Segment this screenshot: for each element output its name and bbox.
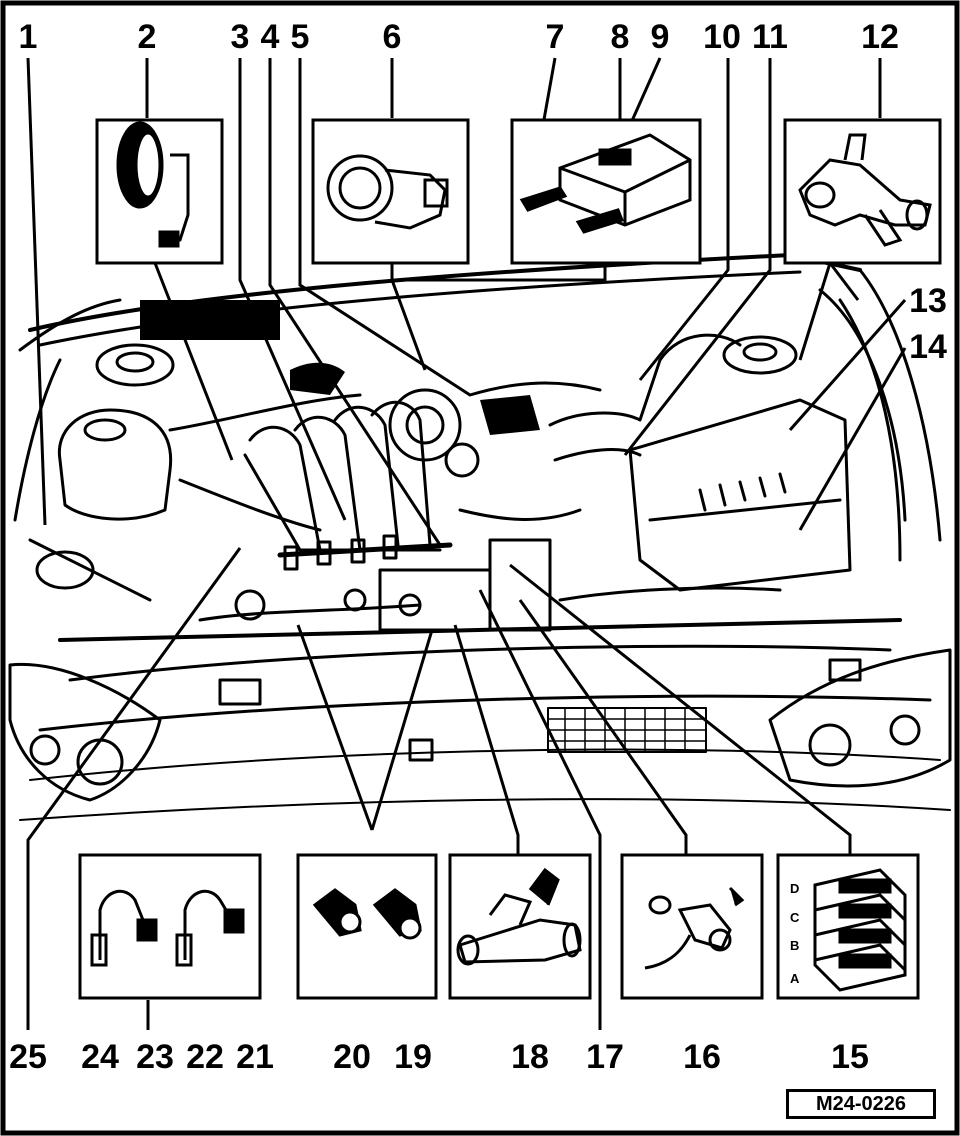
connector-pin-letter-d: D	[790, 881, 799, 896]
inset-box-2	[95, 118, 224, 265]
connector-pin-letter-a: A	[790, 971, 800, 986]
callout-23: 23	[136, 1038, 174, 1076]
callout-12: 12	[861, 18, 899, 56]
callout-18: 18	[511, 1038, 549, 1076]
callout-25: 25	[9, 1038, 47, 1076]
callout-22: 22	[186, 1038, 224, 1076]
callout-4: 4	[261, 18, 280, 56]
figure-reference-code: M24-0226	[786, 1089, 936, 1119]
inset-box-15: DCB A	[776, 853, 920, 1000]
callout-16: 16	[683, 1038, 721, 1076]
inset-box-21-24	[78, 853, 262, 1000]
inset-box-18	[448, 853, 592, 1000]
callout-11: 11	[752, 18, 788, 56]
inset-box-16	[620, 853, 764, 1000]
callout-15: 15	[831, 1038, 869, 1076]
callout-21: 21	[236, 1038, 274, 1076]
inset-box-6	[311, 118, 470, 265]
callout-8: 8	[611, 18, 630, 56]
callout-19: 19	[394, 1038, 432, 1076]
callout-6: 6	[383, 18, 402, 56]
callout-5: 5	[291, 18, 310, 56]
callout-10: 10	[703, 18, 741, 56]
connector-pin-letter-b: B	[790, 938, 799, 953]
inset-box-7-8-9	[510, 118, 702, 265]
callout-1: 1	[19, 18, 38, 56]
inset-box-19-20	[296, 853, 438, 1000]
callout-24: 24	[81, 1038, 119, 1076]
inset-box-12	[783, 118, 942, 265]
callout-13: 13	[909, 282, 947, 320]
callout-7: 7	[546, 18, 565, 56]
callout-14: 14	[909, 328, 947, 366]
connector-pin-letter-c: C	[790, 910, 800, 925]
callout-3: 3	[231, 18, 250, 56]
callout-20: 20	[333, 1038, 371, 1076]
engine-bay-drawing	[8, 253, 952, 821]
callout-9: 9	[651, 18, 670, 56]
callout-2: 2	[138, 18, 157, 56]
reference-code-label: M24-0226	[815, 1092, 907, 1115]
callout-17: 17	[586, 1038, 624, 1076]
